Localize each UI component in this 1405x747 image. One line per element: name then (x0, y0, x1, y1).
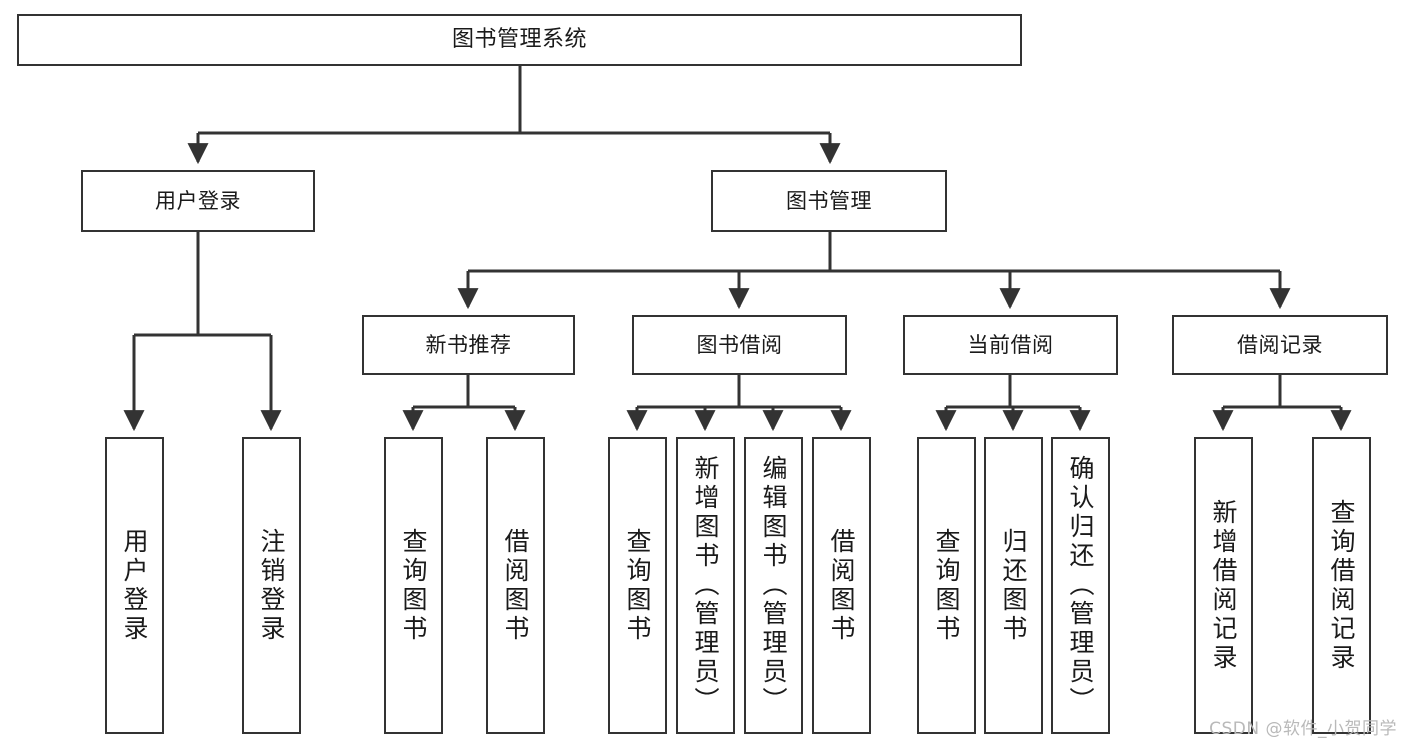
node-leaf-logout-label: 注销登录 (257, 527, 286, 644)
csdn-watermark: CSDN @软件_小贺同学 (1209, 719, 1397, 739)
node-user-login[interactable]: 用户登录 (81, 170, 315, 232)
node-leaf-edit-book[interactable]: 编辑图书（管理员） (744, 437, 803, 734)
node-new-book-rec[interactable]: 新书推荐 (362, 315, 575, 375)
node-leaf-query-book-3[interactable]: 查询图书 (917, 437, 976, 734)
node-leaf-query-book-3-label: 查询图书 (932, 527, 961, 644)
node-current-borrow-label: 当前借阅 (967, 332, 1054, 357)
node-book-borrow[interactable]: 图书借阅 (632, 315, 847, 375)
node-leaf-borrow-book-2-label: 借阅图书 (827, 527, 856, 644)
node-leaf-query-book-2[interactable]: 查询图书 (608, 437, 667, 734)
node-leaf-return-book[interactable]: 归还图书 (984, 437, 1043, 734)
node-leaf-user-login-label: 用户登录 (120, 527, 149, 644)
node-leaf-query-book-1-label: 查询图书 (399, 527, 428, 644)
node-leaf-query-book-1[interactable]: 查询图书 (384, 437, 443, 734)
node-leaf-edit-book-label: 编辑图书（管理员） (759, 455, 788, 716)
node-book-manage-label: 图书管理 (786, 188, 872, 213)
node-leaf-add-book[interactable]: 新增图书（管理员） (676, 437, 735, 734)
node-user-login-label: 用户登录 (155, 188, 241, 213)
node-borrow-record-label: 借阅记录 (1237, 332, 1323, 357)
node-leaf-add-record[interactable]: 新增借阅记录 (1194, 437, 1253, 734)
node-leaf-borrow-book-1[interactable]: 借阅图书 (486, 437, 545, 734)
node-book-manage[interactable]: 图书管理 (711, 170, 947, 232)
node-root[interactable]: 图书管理系统 (17, 14, 1022, 66)
node-leaf-user-login[interactable]: 用户登录 (105, 437, 164, 734)
node-book-borrow-label: 图书借阅 (696, 332, 783, 357)
node-current-borrow[interactable]: 当前借阅 (903, 315, 1118, 375)
node-new-book-rec-label: 新书推荐 (425, 332, 512, 357)
node-leaf-logout[interactable]: 注销登录 (242, 437, 301, 734)
node-leaf-confirm-return[interactable]: 确认归还（管理员） (1051, 437, 1110, 734)
node-leaf-confirm-return-label: 确认归还（管理员） (1066, 455, 1095, 716)
node-borrow-record[interactable]: 借阅记录 (1172, 315, 1388, 375)
node-leaf-borrow-book-2[interactable]: 借阅图书 (812, 437, 871, 734)
node-leaf-add-book-label: 新增图书（管理员） (691, 455, 720, 716)
node-leaf-query-book-2-label: 查询图书 (623, 527, 652, 644)
node-leaf-return-book-label: 归还图书 (999, 527, 1028, 644)
node-root-label: 图书管理系统 (451, 27, 587, 53)
node-leaf-add-record-label: 新增借阅记录 (1209, 498, 1238, 673)
node-leaf-borrow-book-1-label: 借阅图书 (501, 527, 530, 644)
node-leaf-query-record-label: 查询借阅记录 (1327, 498, 1356, 673)
node-leaf-query-record[interactable]: 查询借阅记录 (1312, 437, 1371, 734)
